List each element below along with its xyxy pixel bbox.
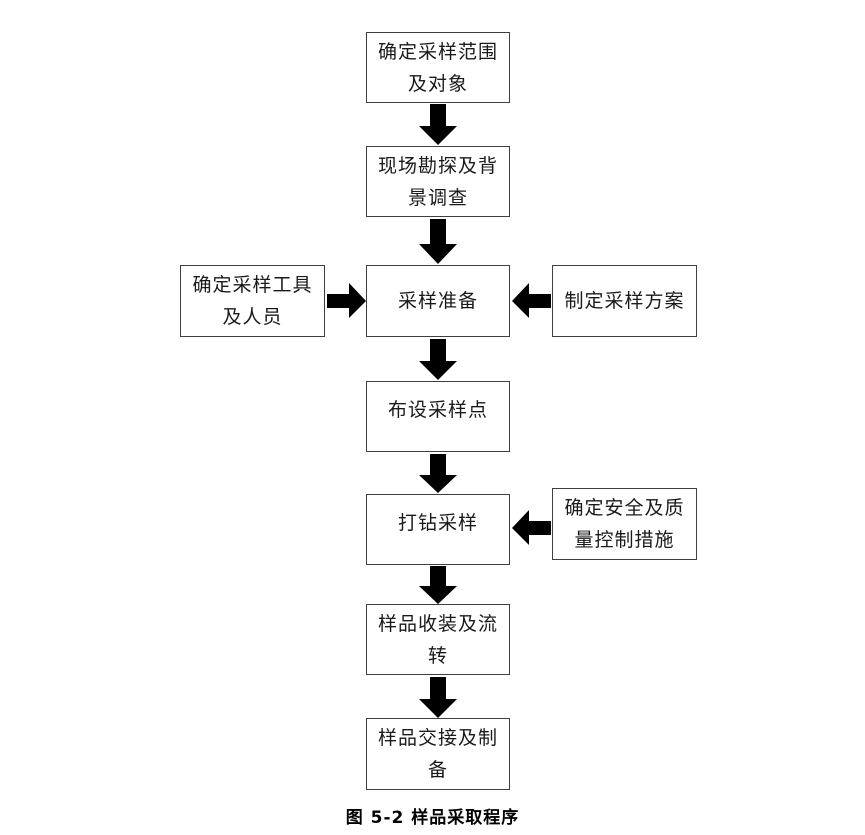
arrow-left-n5-n4 [511,283,551,319]
flow-node-site-survey-background-investigation[interactable]: 现场勘探及背 景调查 [366,146,510,217]
flow-node-determine-sampling-scope[interactable]: 确定采样范围 及对象 [366,32,510,103]
flow-node-label: 打钻采样 [397,512,478,534]
flow-node-label: 制定采样方案 [564,290,685,312]
flow-node-safety-quality-control-measures[interactable]: 确定安全及质 量控制措施 [552,488,697,560]
flow-node-sampling-preparation[interactable]: 采样准备 [366,265,510,337]
figure-caption: 图 5-2 样品采取程序 [345,808,520,828]
flow-node-label: 确定采样范围 及对象 [377,40,498,95]
flow-node-label: 确定安全及质 量控制措施 [564,497,685,551]
flow-node-sample-packing-transfer[interactable]: 样品收装及流 转 [366,604,510,675]
arrow-down-n2-n4 [417,219,459,265]
flow-node-layout-sampling-points[interactable]: 布设采样点 [366,381,510,452]
flow-node-label: 样品收装及流 转 [377,612,498,667]
flow-node-determine-tools-personnel[interactable]: 确定采样工具 及人员 [180,265,325,337]
arrow-right-n3-n4 [327,283,367,319]
arrow-down-n6-n7 [417,454,459,494]
flow-node-label: 采样准备 [397,290,478,312]
flow-node-formulate-sampling-plan[interactable]: 制定采样方案 [552,265,697,337]
flow-node-label: 样品交接及制 备 [377,727,498,781]
arrow-down-n4-n6 [417,339,459,381]
flow-node-label: 现场勘探及背 景调查 [377,154,498,209]
flow-node-sample-handover-preparation[interactable]: 样品交接及制 备 [366,718,510,790]
arrow-down-n7-n9 [417,566,459,605]
arrow-down-n9-n10 [417,677,459,719]
flow-node-label: 确定采样工具 及人员 [192,274,313,328]
arrow-down-n1-n2 [417,104,459,146]
flow-node-label: 布设采样点 [387,399,488,421]
flow-node-drilling-sampling[interactable]: 打钻采样 [366,494,510,565]
arrow-left-n8-n7 [511,510,551,546]
